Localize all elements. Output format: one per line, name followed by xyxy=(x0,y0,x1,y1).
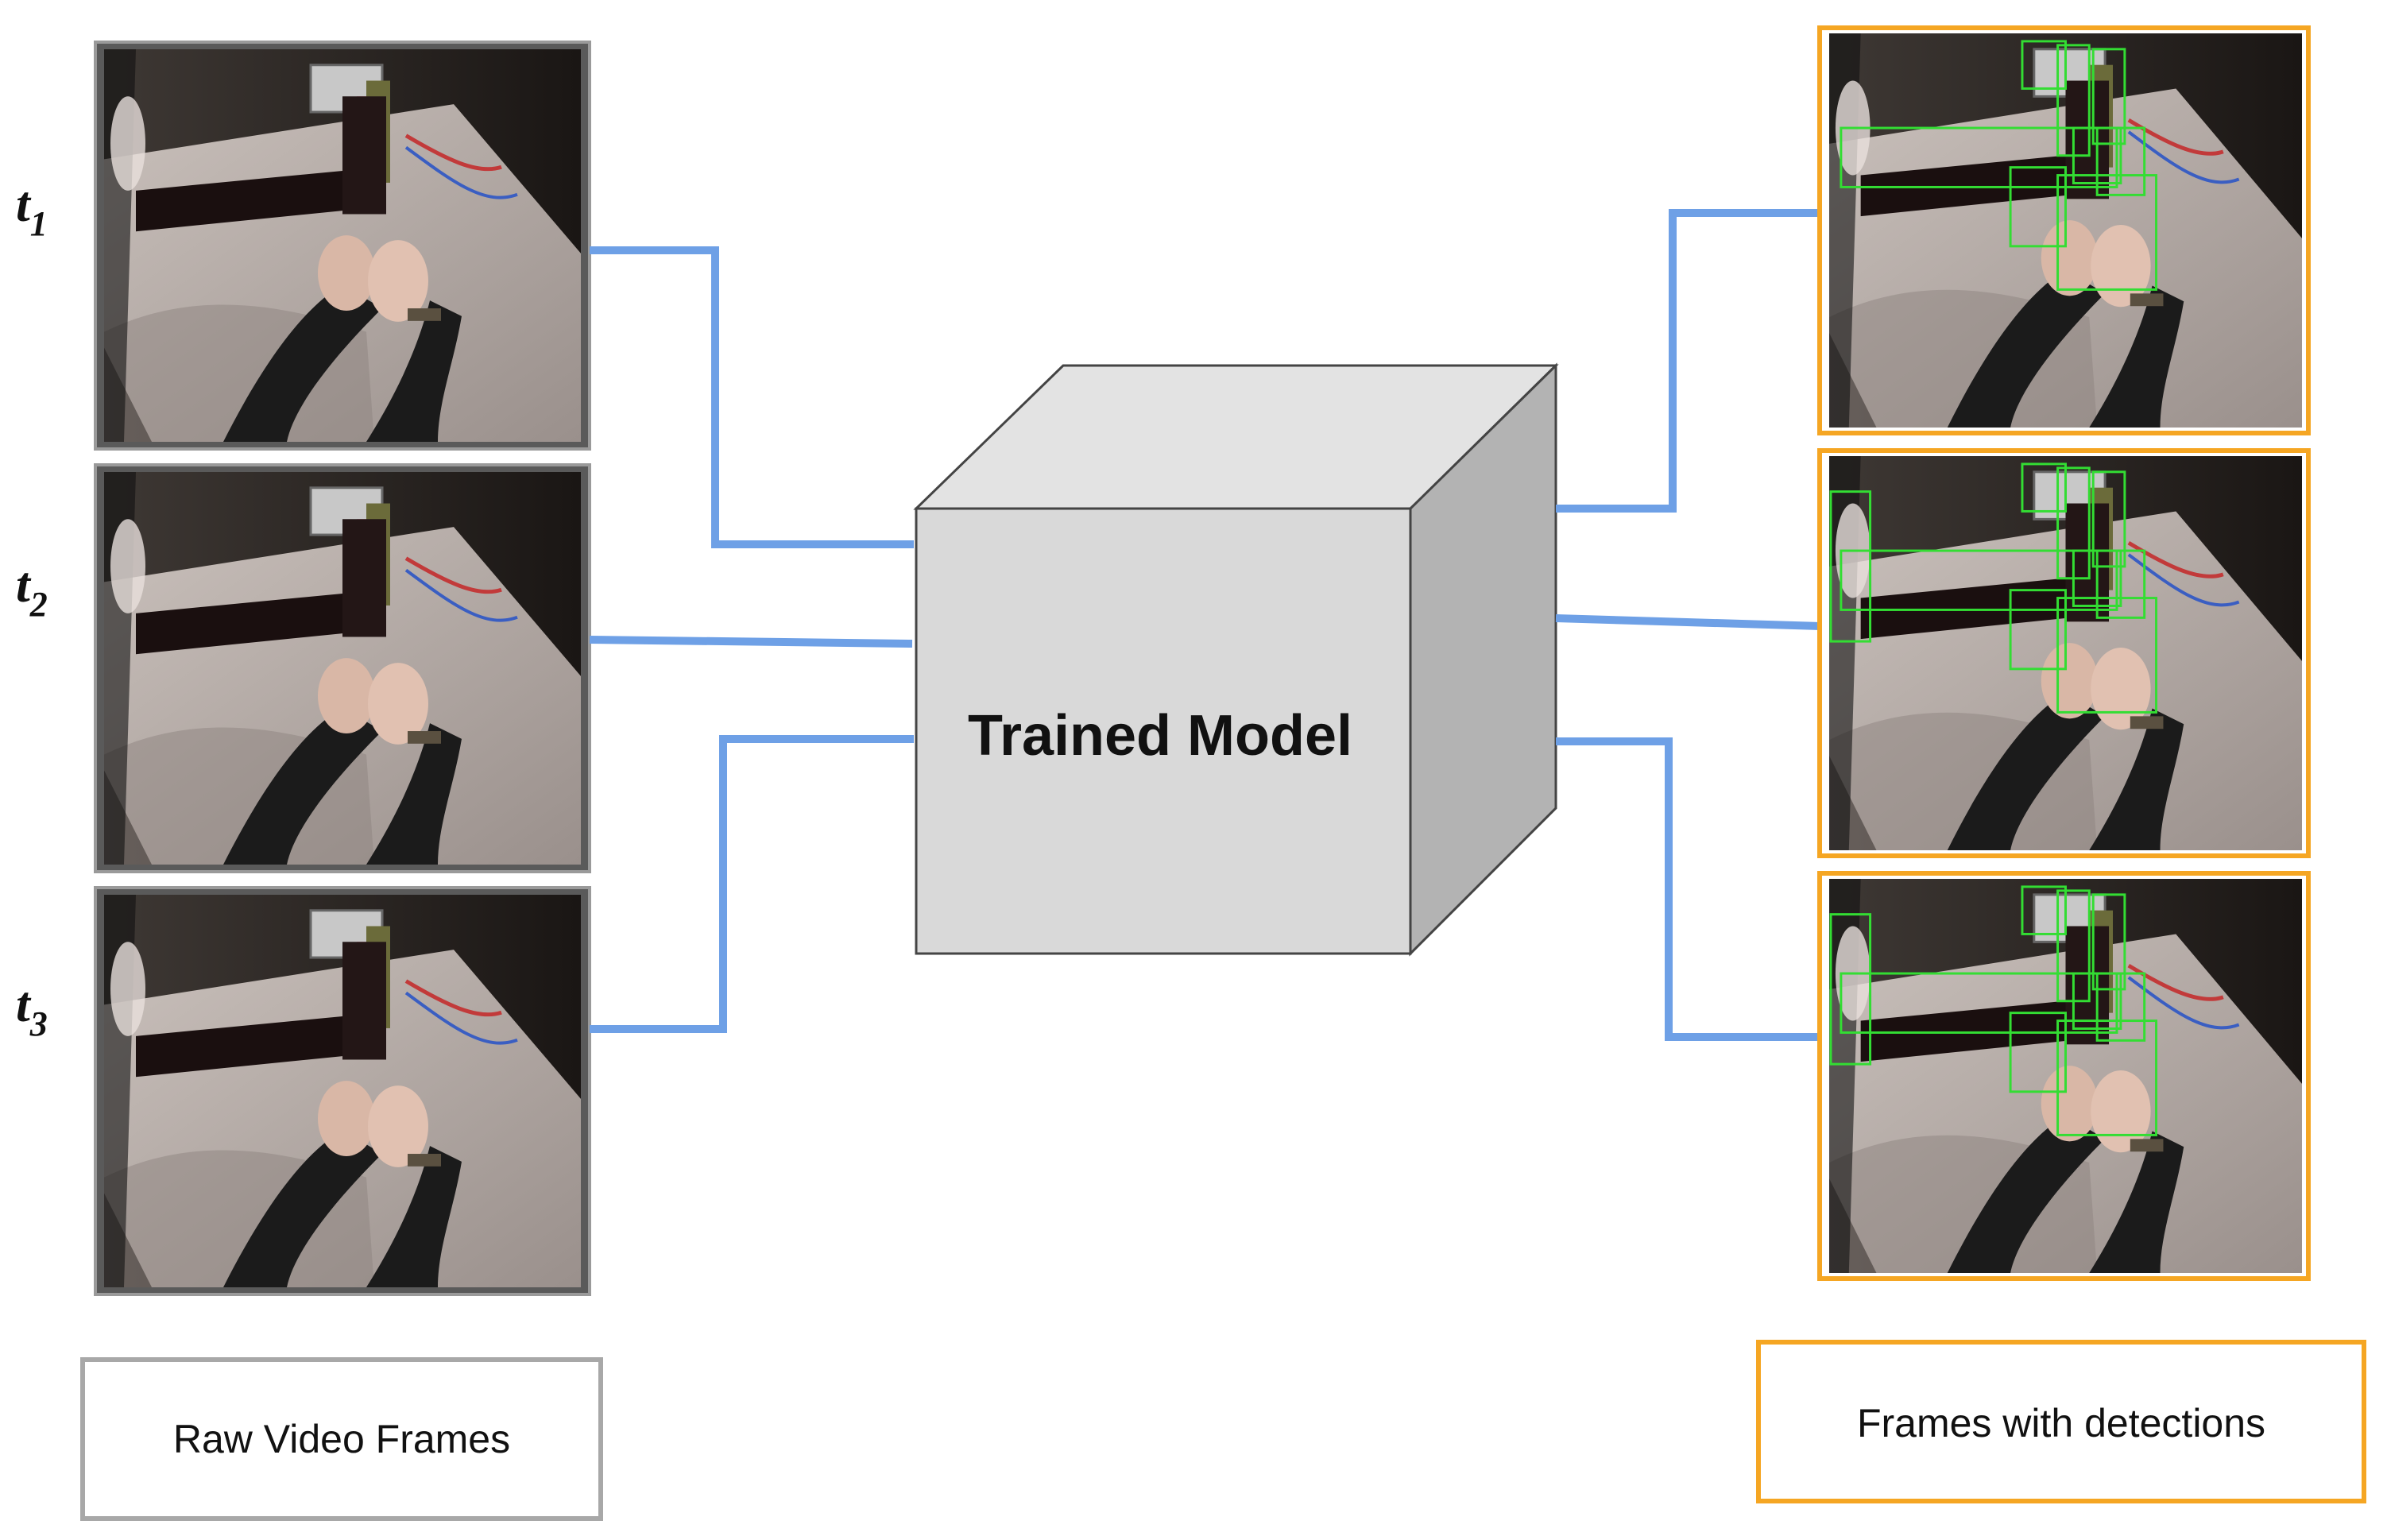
connector-in-3 xyxy=(590,735,914,1033)
cube-front-face xyxy=(915,507,1412,955)
legend-detections-text: Frames with detections xyxy=(1857,1401,2265,1445)
connector-out-3 xyxy=(1556,737,1820,1041)
time-label-t2: t2 xyxy=(16,556,48,624)
raw-frame-1 xyxy=(94,41,591,451)
raw-frame-3 xyxy=(94,886,591,1296)
legend-raw-frames-text: Raw Video Frames xyxy=(173,1417,510,1461)
detection-frame-2 xyxy=(1817,448,2311,858)
legend-raw-frames: Raw Video Frames xyxy=(80,1357,603,1521)
model-title: Trained Model xyxy=(968,704,1352,768)
connector-out-2 xyxy=(1555,614,1820,630)
detection-frame-1 xyxy=(1817,25,2311,435)
connector-in-2 xyxy=(589,636,913,648)
time-label-t3: t3 xyxy=(16,976,48,1043)
time-label-t1: t1 xyxy=(16,176,48,243)
legend-detections: Frames with detections xyxy=(1756,1340,2366,1503)
connector-out-1 xyxy=(1556,209,1820,513)
detection-frame-3 xyxy=(1817,871,2311,1281)
trained-model-cube: Trained Model xyxy=(913,362,1559,957)
connector-in-1 xyxy=(590,246,914,548)
raw-frame-2 xyxy=(94,463,591,873)
